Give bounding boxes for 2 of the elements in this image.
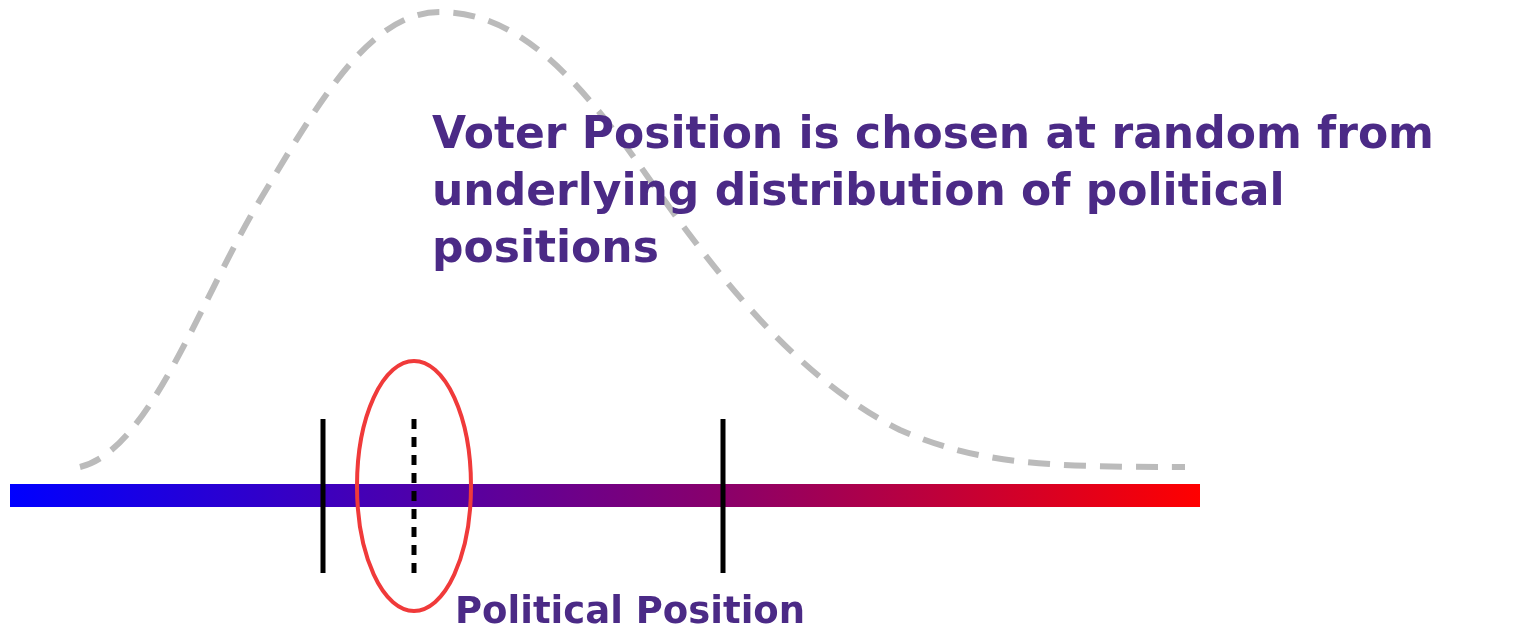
axis-label: Political Position xyxy=(455,588,806,629)
annotation-text: Voter Position is chosen at random from underlying distribution of political positions xyxy=(432,106,1435,274)
